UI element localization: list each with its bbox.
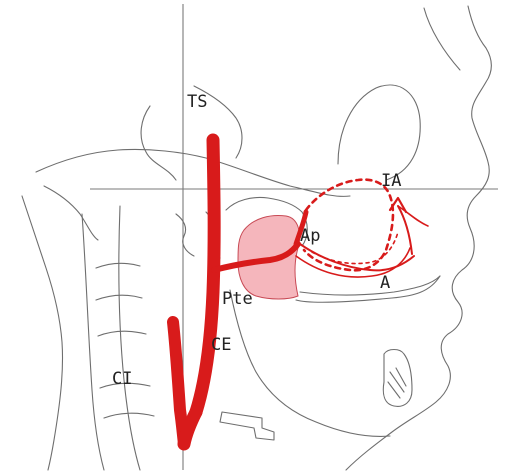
facial-profile-outline (346, 6, 491, 470)
label-ap: Ap (300, 226, 320, 246)
ascending-return-branch (398, 206, 412, 254)
label-ia: IA (381, 171, 401, 191)
skull-curve-outline (22, 196, 63, 470)
nasal-outline (424, 8, 460, 70)
hyoid-outline (220, 412, 274, 440)
mandible-outline (230, 290, 390, 436)
cervical-spine-back (82, 214, 104, 470)
internal-carotid-artery (196, 140, 214, 412)
label-ci: CI (112, 369, 132, 389)
label-ce: CE (211, 335, 231, 355)
label-a: A (380, 273, 390, 293)
label-ts: TS (187, 92, 207, 112)
orbit-outline (338, 85, 420, 180)
external-carotid-artery (173, 322, 184, 444)
chin-detail-outline (383, 350, 412, 407)
label-pte: Pte (222, 289, 253, 309)
occipital-outline (44, 186, 98, 240)
chin-hatch (388, 368, 406, 398)
pharyngeal-outline (141, 106, 176, 180)
vertebra-line-1 (96, 263, 140, 268)
palate-outline (300, 276, 440, 295)
anastomosis-dashed-loop (304, 180, 393, 271)
vertebra-line-3 (98, 331, 146, 336)
wavy-outline-left (176, 214, 194, 256)
maxilla-outline (296, 276, 440, 302)
cervical-spine-front (119, 206, 140, 470)
